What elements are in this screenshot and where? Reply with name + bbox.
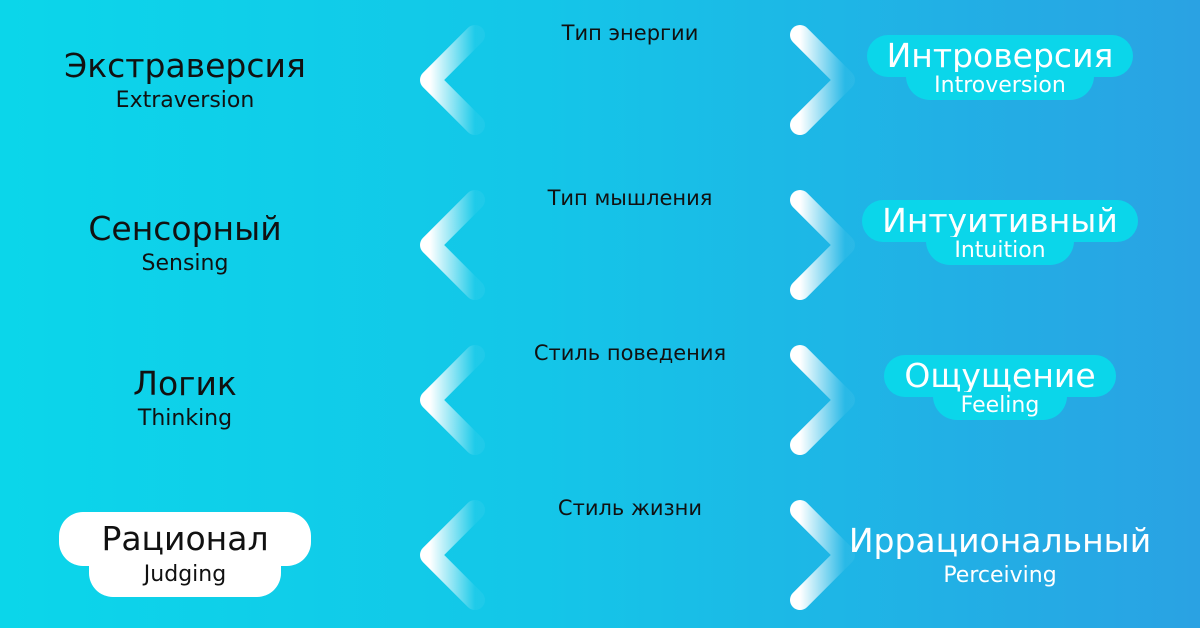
double-arrow-icon xyxy=(420,25,855,135)
left-pole-subtitle: Sensing xyxy=(141,251,229,276)
right-pole-subtitle: Introversion xyxy=(906,72,1094,100)
dichotomy-row-thinking: Сенсорный Sensing Тип мышления Интуитивн… xyxy=(0,180,1200,310)
left-pole-title: Экстраверсия xyxy=(64,46,306,85)
left-pole-title: Сенсорный xyxy=(88,209,282,248)
right-pole-title: Ощущение xyxy=(884,355,1116,397)
double-arrow-icon xyxy=(420,500,855,610)
double-arrow-icon xyxy=(420,190,855,300)
dichotomy-row-energy: Экстраверсия Extraversion Тип энергии Ин… xyxy=(0,15,1200,145)
left-pole-subtitle: Extraversion xyxy=(115,88,255,113)
axis-label: Стиль поведения xyxy=(533,341,727,365)
right-pole-title: Интуитивный xyxy=(862,200,1138,242)
axis-label: Стиль жизни xyxy=(557,496,703,520)
left-pole-subtitle: Judging xyxy=(88,561,282,597)
left-pole-title: Рационал xyxy=(59,512,311,566)
right-pole-subtitle: Intuition xyxy=(926,237,1074,265)
right-pole-title: Интроверсия xyxy=(866,35,1134,77)
axis-label: Тип энергии xyxy=(561,21,699,45)
right-pole-subtitle: Perceiving xyxy=(943,563,1057,588)
right-pole-title: Иррациональный xyxy=(848,521,1152,560)
left-pole-subtitle: Thinking xyxy=(137,406,233,431)
right-pole: Ощущение Feeling xyxy=(840,355,1160,420)
right-pole-subtitle: Feeling xyxy=(932,392,1068,420)
dichotomy-row-behavior: Логик Thinking Стиль поведения Ощущение … xyxy=(0,335,1200,465)
left-pole: Рационал Judging xyxy=(20,512,350,597)
right-pole: Интроверсия Introversion xyxy=(840,35,1160,100)
left-pole: Экстраверсия Extraversion xyxy=(20,45,350,115)
right-pole: Интуитивный Intuition xyxy=(840,200,1160,265)
left-pole-title: Логик xyxy=(133,364,237,403)
left-pole: Логик Thinking xyxy=(20,363,350,433)
axis-label: Тип мышления xyxy=(547,186,713,210)
dichotomy-row-lifestyle: Рационал Judging Стиль жизни Иррациональ… xyxy=(0,490,1200,620)
right-pole: Иррациональный Perceiving xyxy=(840,520,1160,590)
double-arrow-icon xyxy=(420,345,855,455)
left-pole: Сенсорный Sensing xyxy=(20,208,350,278)
